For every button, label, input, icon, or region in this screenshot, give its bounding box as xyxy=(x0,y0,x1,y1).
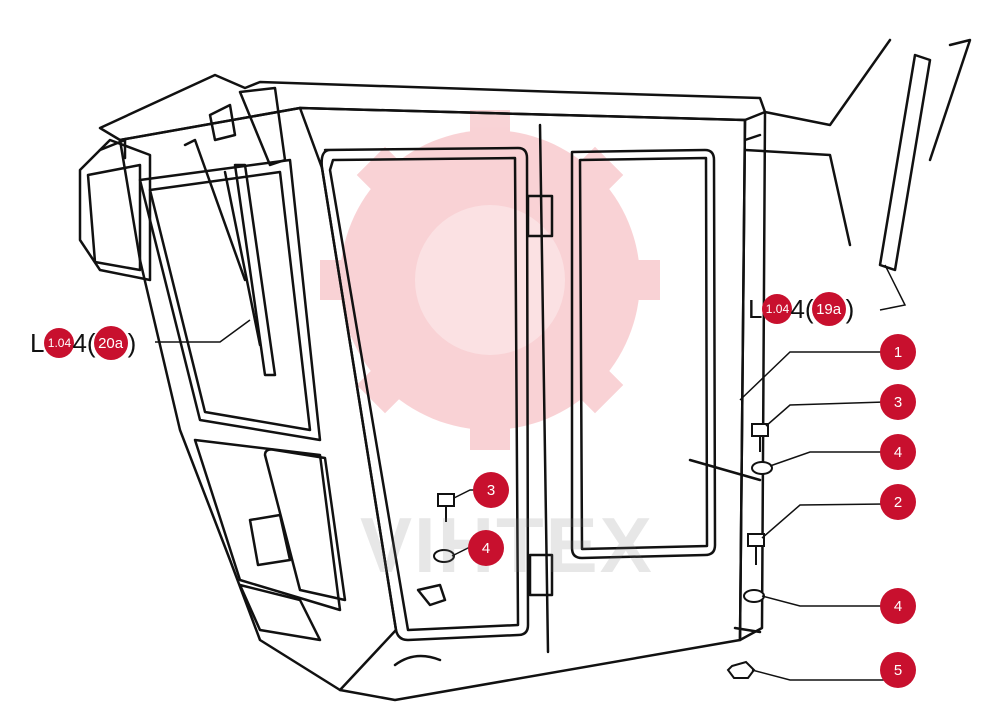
ref-badge-item[interactable]: 20a xyxy=(93,326,128,360)
ref-label-left: L 1.04 4( 20a ) xyxy=(30,326,136,360)
ref-suffix: ) xyxy=(845,293,855,324)
ref-prefix: L xyxy=(748,293,763,324)
callout-4-left[interactable]: 4 xyxy=(468,530,504,566)
ref-prefix: L xyxy=(30,327,45,358)
callout-4-right-upper[interactable]: 4 xyxy=(880,434,916,470)
washer-icon xyxy=(743,589,765,603)
bolt-head-icon xyxy=(747,533,765,547)
callout-3-right[interactable]: 3 xyxy=(880,384,916,420)
washer-icon xyxy=(751,461,773,475)
callout-4-right-lower[interactable]: 4 xyxy=(880,588,916,624)
ref-label-right: L 1.04 4( 19a ) xyxy=(748,292,854,326)
callout-1[interactable]: 1 xyxy=(880,334,916,370)
ref-middle: 4( xyxy=(72,327,96,358)
nut-icon xyxy=(726,660,756,679)
ref-suffix: ) xyxy=(127,327,137,358)
ref-badge-page[interactable]: 1.04 xyxy=(762,294,793,324)
bolt-head-icon xyxy=(751,423,769,437)
watermark-gear-icon xyxy=(320,110,660,450)
ref-badge-item[interactable]: 19a xyxy=(811,292,846,326)
callout-3-left[interactable]: 3 xyxy=(473,472,509,508)
washer-icon xyxy=(433,549,455,563)
ref-middle: 4( xyxy=(790,293,814,324)
leader-lines xyxy=(155,264,907,681)
watermark-text: VIHTEX xyxy=(360,501,654,589)
ref-badge-page[interactable]: 1.04 xyxy=(44,328,75,358)
callout-5[interactable]: 5 xyxy=(880,652,916,688)
callout-2[interactable]: 2 xyxy=(880,484,916,520)
